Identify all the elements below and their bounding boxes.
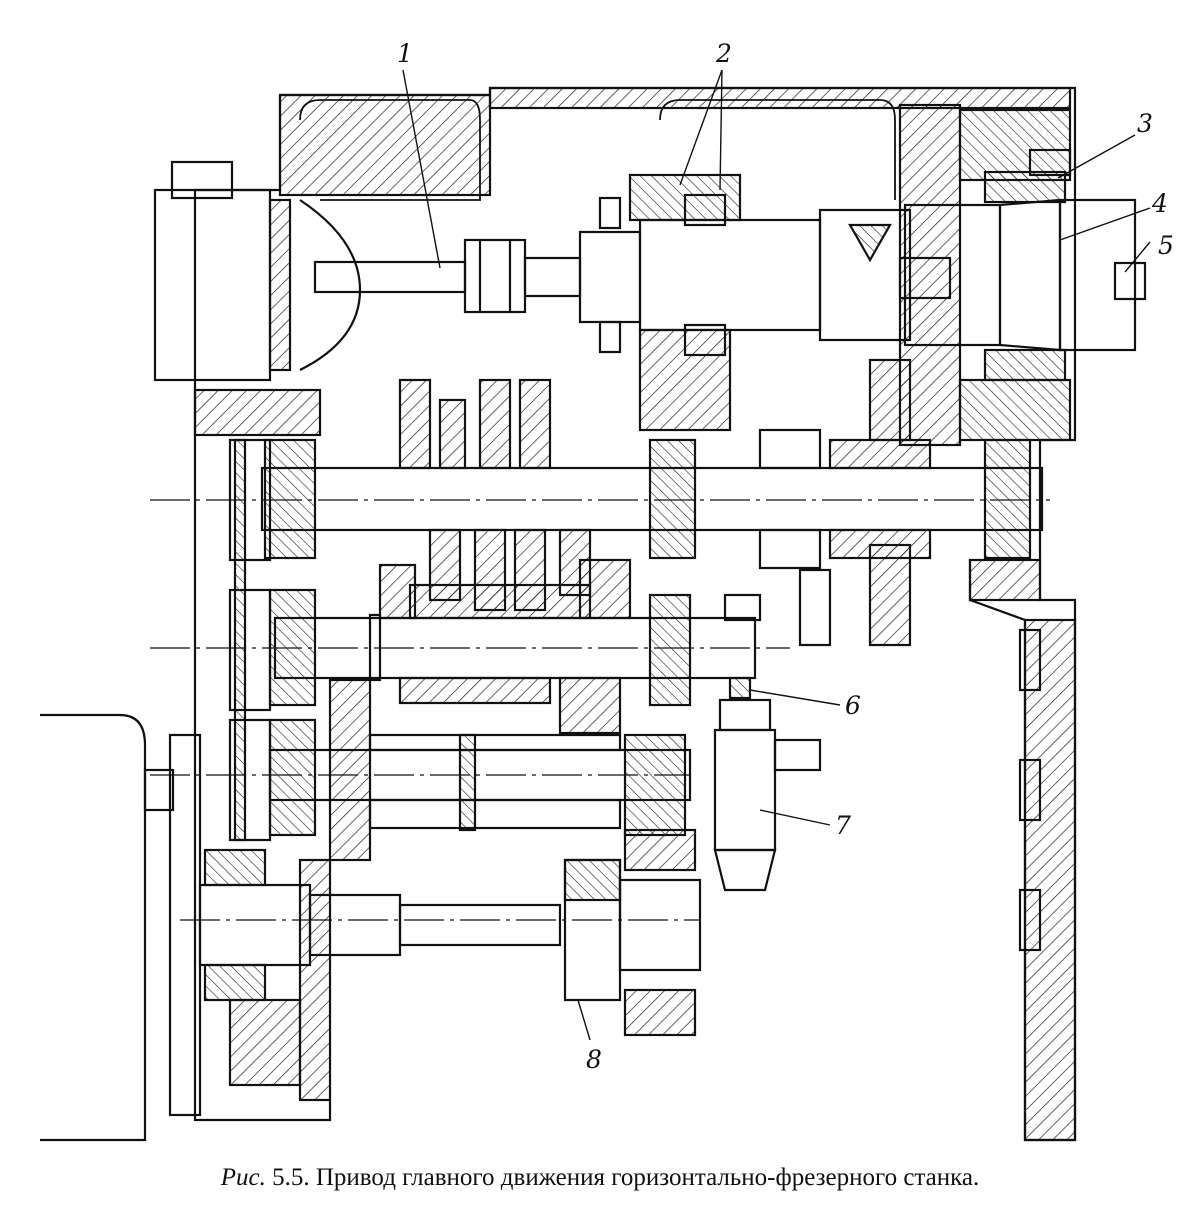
shaft-3: [150, 558, 790, 862]
callout-4: 4: [1151, 189, 1168, 218]
callout-labels: 1 2 3 4 5 6 7 8: [397, 39, 1174, 1074]
lower-left-block: [40, 713, 302, 1142]
leader-lines: [402, 69, 1151, 1041]
motor: [153, 160, 362, 382]
bearing-housing-upper: [598, 173, 742, 432]
left-bearing-caps: [228, 438, 272, 842]
caption-text: Привод главного движения горизонтально-ф…: [315, 1164, 980, 1191]
callout-2: 2: [715, 39, 732, 68]
spindle-end: [848, 148, 1072, 382]
shaft-5: [180, 828, 702, 1037]
housing: [193, 86, 1077, 1142]
shaft-4: [150, 698, 822, 892]
callout-1: 1: [397, 39, 413, 68]
figure-caption: Рис. 5.5. Привод главного движения гориз…: [0, 1164, 1200, 1192]
input-shaft: [313, 198, 1147, 352]
caption-prefix: Рис.: [220, 1164, 266, 1191]
callout-8: 8: [586, 1045, 602, 1074]
caption-number: 5.5.: [272, 1164, 310, 1191]
callout-5: 5: [1158, 231, 1174, 260]
callout-3: 3: [1137, 109, 1153, 138]
callout-6: 6: [845, 691, 861, 720]
callout-7: 7: [835, 811, 851, 840]
right-ribs: [1018, 628, 1042, 952]
